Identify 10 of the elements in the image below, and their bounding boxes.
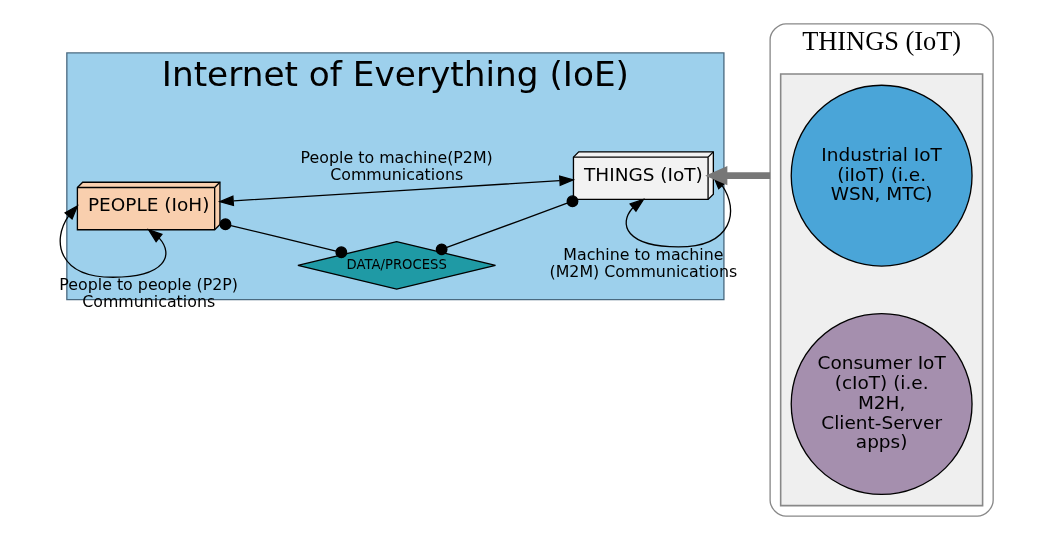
edge-label: People to machine(P2M) Communications — [300, 148, 493, 185]
edge-label: Machine to machine (M2M) Communications — [549, 244, 737, 281]
arrow — [59, 204, 166, 278]
node-circle: Industrial IoT (iIoT) (i.e. WSN, MTC) — [790, 84, 973, 267]
connector — [219, 218, 347, 259]
cluster — [779, 73, 983, 507]
connector — [435, 195, 578, 256]
arrow — [217, 175, 575, 207]
arrow — [704, 165, 770, 186]
node-circle: Consumer IoT (cIoT) (i.e. M2H, Client-Server apps) — [790, 312, 973, 496]
